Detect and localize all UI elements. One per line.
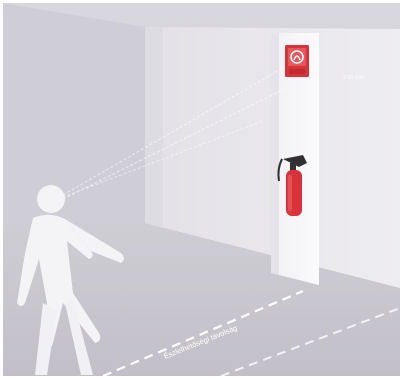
wall-left xyxy=(3,3,145,223)
wall-label: 2 m min xyxy=(343,75,364,81)
wall-edge-shadow xyxy=(145,27,163,227)
pillar-side xyxy=(271,33,279,275)
fire-extinguisher-sign-icon xyxy=(285,45,309,77)
fire-extinguisher-visibility-illustration: 2 m min Észlelhetőségi távolság xyxy=(3,3,400,376)
